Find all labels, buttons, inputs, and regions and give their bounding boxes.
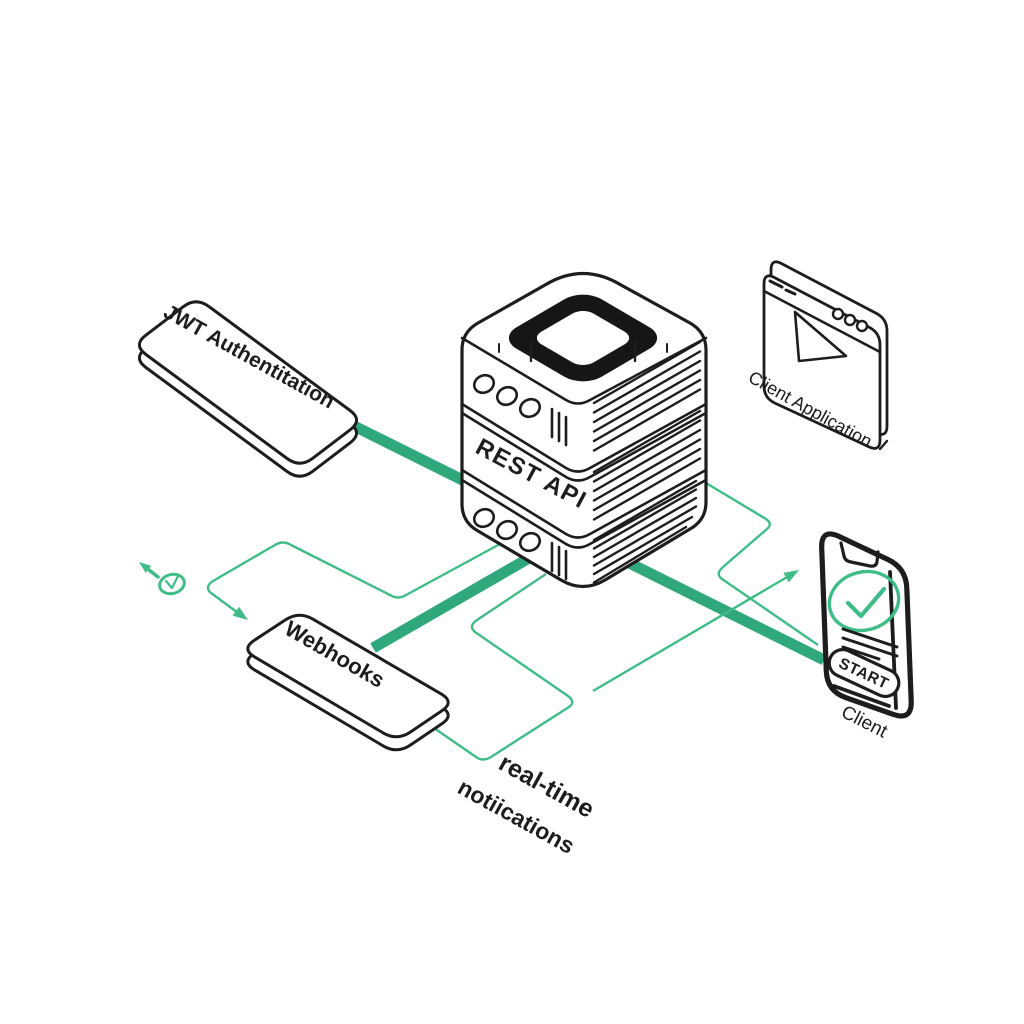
play-triangle-icon: [793, 310, 848, 363]
server-slats: [550, 407, 568, 447]
server-seam: [460, 468, 708, 539]
clock-icon: [158, 572, 186, 596]
server-lid-icon: [498, 294, 668, 382]
window-menu-dashes: [768, 279, 797, 296]
server-seam: [460, 402, 708, 473]
check-circle-icon: [827, 569, 901, 633]
server-seam: [460, 411, 708, 482]
server-seam: [460, 478, 708, 549]
window-button-dots: [831, 307, 869, 333]
phone-text-lines: [841, 627, 899, 661]
arrow-up-left-icon: [139, 562, 160, 579]
window-corner-edge: [878, 439, 889, 451]
server-vents: [592, 479, 698, 584]
notification-arrow-line: [592, 571, 795, 693]
server-lid-ticks: [529, 338, 637, 363]
server-to-webhooks-trigger-path: [206, 541, 501, 619]
notification-arrowhead-icon: [783, 570, 799, 583]
server-vents: [592, 340, 702, 452]
server-seam: [460, 336, 708, 405]
server-vents: [592, 409, 702, 521]
client-application-window: Client Application: [745, 260, 889, 451]
caption-realtime-notifications: real-time notiications: [454, 749, 599, 859]
rest-api-server: REST API: [460, 271, 708, 589]
server-indicator-lights: [472, 373, 542, 419]
client-phone: START Client: [819, 531, 914, 743]
webhooks-plate: Webhooks: [246, 613, 450, 752]
server-indicator-lights: [472, 507, 542, 553]
server-slats: [550, 541, 568, 581]
check-icon: [845, 586, 887, 619]
webhooks-to-server-path: [433, 573, 574, 761]
phone-edge-bottom: [832, 684, 891, 708]
server-to-client-path: [705, 481, 819, 646]
window-titlebar-divider: [762, 289, 882, 354]
phone-notch: [839, 541, 880, 568]
server-lid-lip: [498, 343, 668, 353]
server-to-webhooks-connection: [370, 545, 546, 653]
webhook-arrowhead-icon: [232, 606, 248, 620]
auth-plate: JWT Authentitation: [137, 300, 359, 478]
